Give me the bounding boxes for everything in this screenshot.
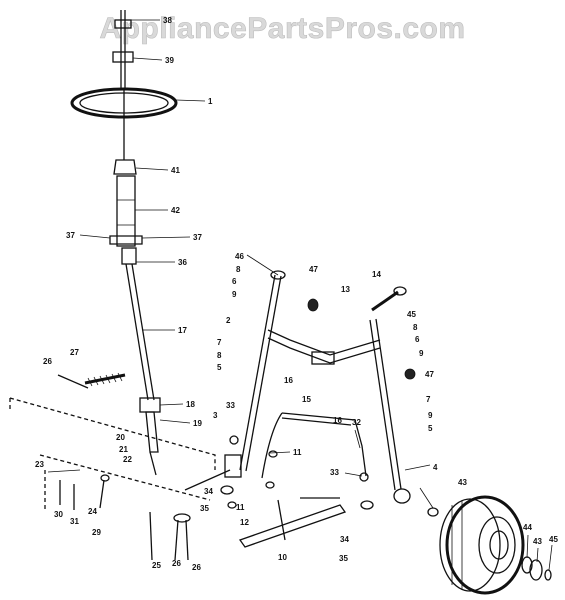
callout: 1	[208, 97, 213, 106]
callout: 33	[226, 401, 235, 410]
callout: 45	[407, 310, 416, 319]
callout: 25	[152, 561, 161, 570]
callout: 2	[226, 316, 231, 325]
callout: 16	[284, 376, 293, 385]
frame-bolts	[59, 474, 191, 561]
callout: 19	[193, 419, 202, 428]
callout: 39	[165, 56, 174, 65]
callout: 22	[123, 455, 132, 464]
callout: 41	[171, 166, 180, 175]
callout: 12	[240, 518, 249, 527]
sector-gear	[57, 372, 126, 389]
callout: 11	[236, 503, 245, 512]
callout: 33	[330, 468, 339, 477]
callout: 5	[428, 424, 433, 433]
callout: 26	[43, 357, 52, 366]
callout: 6	[232, 277, 237, 286]
callout: 30	[54, 510, 63, 519]
steering-tube-upper	[109, 118, 143, 265]
left-spindle	[224, 270, 286, 478]
callout: 29	[92, 528, 101, 537]
callout: 13	[341, 285, 350, 294]
right-spindle	[369, 318, 416, 504]
callout: 24	[88, 507, 97, 516]
callout: 46	[235, 252, 244, 261]
callout: 27	[70, 348, 79, 357]
callout: 36	[178, 258, 187, 267]
callout: 43	[533, 537, 542, 546]
steering-shaft	[125, 263, 161, 476]
front-axle	[267, 298, 381, 365]
steering-column	[112, 10, 134, 90]
chassis-frame	[9, 397, 231, 510]
callout: 47	[309, 265, 318, 274]
callout: 43	[458, 478, 467, 487]
callout: 47	[425, 370, 434, 379]
callout: 8	[413, 323, 418, 332]
callout: 8	[217, 351, 222, 360]
drag-link	[261, 412, 367, 479]
callout: 37	[66, 231, 75, 240]
watermark: AppliancePartsPros.com	[99, 12, 466, 46]
steering-bracket	[238, 497, 347, 548]
callout: 20	[116, 433, 125, 442]
tie-rod-end	[371, 286, 407, 312]
callout: 35	[339, 554, 348, 563]
callout: 42	[171, 206, 180, 215]
callout: 9	[428, 411, 433, 420]
callout: 7	[426, 395, 431, 404]
callout: 21	[119, 445, 128, 454]
callout: 26	[172, 559, 181, 568]
callout: 32	[352, 418, 361, 427]
front-wheel	[439, 495, 525, 595]
callout: 45	[549, 535, 558, 544]
callout: 17	[178, 326, 187, 335]
steering-wheel	[70, 87, 178, 119]
callout: 7	[217, 338, 222, 347]
callout: 44	[523, 523, 532, 532]
callout: 6	[415, 335, 420, 344]
callout: 9	[232, 290, 237, 299]
callout: 3	[213, 411, 218, 420]
callout: 11	[293, 448, 302, 457]
callout: 31	[70, 517, 79, 526]
callout: 8	[236, 265, 241, 274]
callout: 9	[419, 349, 424, 358]
callout: 38	[163, 16, 172, 25]
callout: 34	[340, 535, 349, 544]
callout: 4	[433, 463, 438, 472]
leader-lines	[47, 19, 553, 571]
callouts: 38 39 1 41 42 37 37 36 17 46 8 6 9 47 14…	[35, 16, 558, 572]
callout: 26	[192, 563, 201, 572]
callout: 23	[35, 460, 44, 469]
callout: 15	[302, 395, 311, 404]
callout: 10	[278, 553, 287, 562]
callout: 5	[217, 363, 222, 372]
callout: 34	[204, 487, 213, 496]
hardware-center	[220, 435, 374, 510]
callout: 35	[200, 504, 209, 513]
callout: 14	[372, 270, 381, 279]
callout: 18	[186, 400, 195, 409]
callout: 16	[333, 416, 342, 425]
callout: 37	[193, 233, 202, 242]
